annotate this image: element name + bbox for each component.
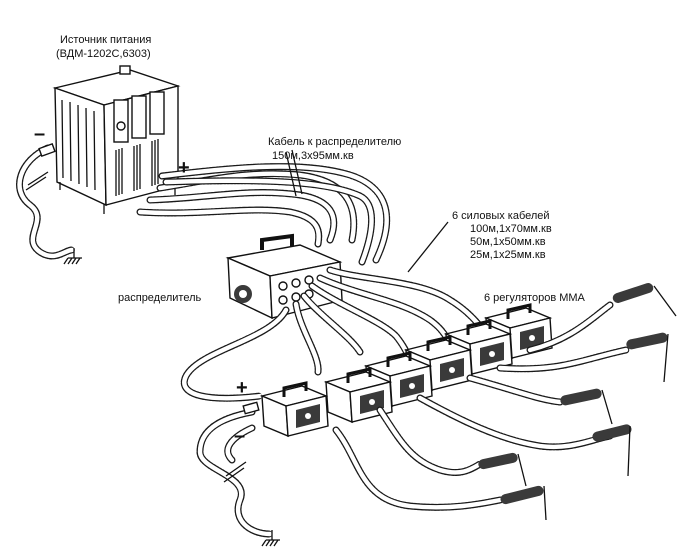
electrode-holder-icon	[592, 424, 632, 477]
ground-cable-bottom	[196, 401, 280, 547]
ground-symbol-bottom	[261, 530, 280, 547]
plus-sign-bottom: +	[236, 377, 248, 399]
holder-cables	[332, 301, 630, 511]
minus-sign-top: –	[34, 123, 46, 145]
electrode-holder-icon	[612, 283, 677, 317]
source-title: Источник питания	[60, 34, 152, 46]
plus-sign-top: +	[178, 157, 190, 179]
feed-cable-spec: 150м,3х95мм.кв	[272, 150, 354, 162]
distributor-label: распределитель	[118, 292, 202, 304]
minus-sign-bottom: –	[234, 425, 246, 447]
mma-regulator-icon	[323, 367, 393, 424]
electrode-holder-icon	[560, 388, 613, 425]
cables-spec-3: 25м,1х25мм.кв	[470, 249, 546, 261]
feed-cables	[136, 149, 391, 266]
mma-regulator-icon	[259, 381, 329, 438]
regulator-group	[259, 303, 553, 438]
ground-symbol-top	[63, 248, 82, 265]
ground-cable-top	[16, 142, 82, 265]
cables-title: 6 силовых кабелей	[452, 210, 550, 222]
electrode-holder-icon	[626, 332, 669, 383]
source-model: (ВДМ-1202С,6303)	[56, 48, 151, 60]
electrode-holder-icon	[478, 452, 527, 487]
cables-spec-1: 100м,1х70мм.кв	[470, 223, 552, 235]
electrode-holders	[478, 283, 677, 521]
power-source-icon	[52, 65, 181, 214]
electrode-holder-icon	[500, 485, 547, 521]
feed-cable-title: Кабель к распределителю	[268, 136, 402, 148]
regulators-label: 6 регуляторов ММА	[484, 292, 585, 304]
cables-spec-2: 50м,1х50мм.кв	[470, 236, 546, 248]
